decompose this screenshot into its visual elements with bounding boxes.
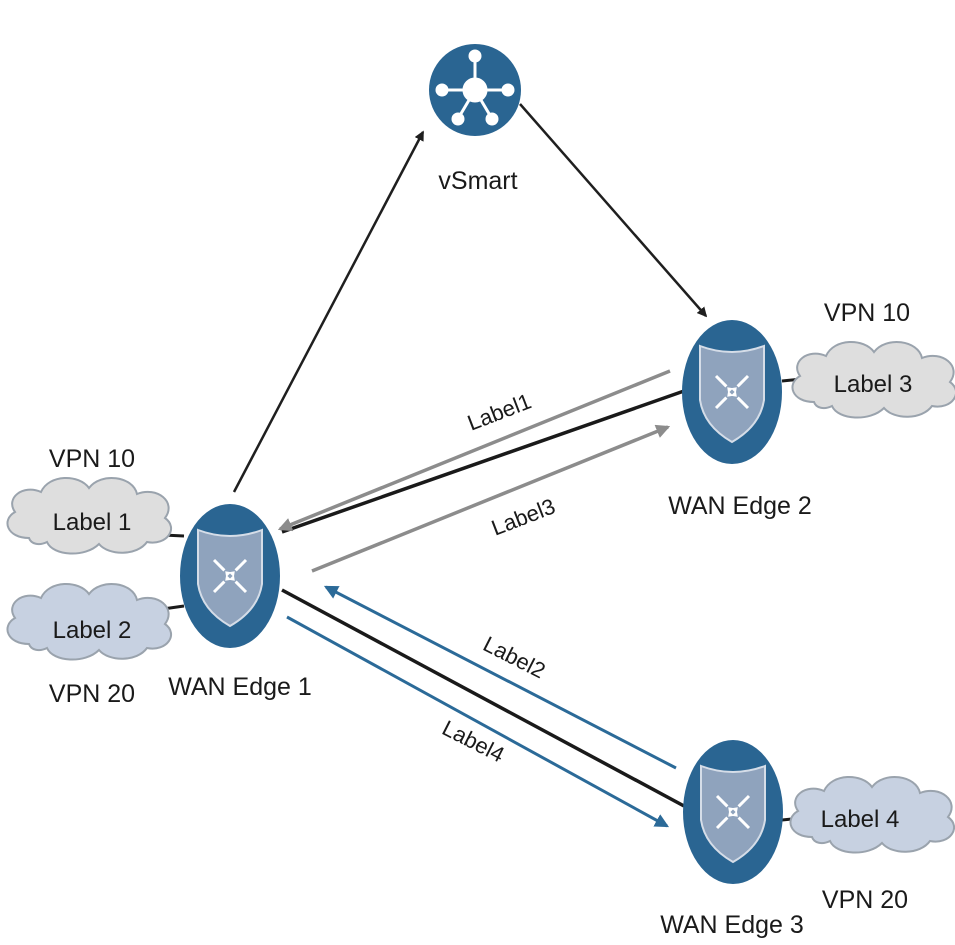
wan-edge1-label: WAN Edge 1 [168, 673, 312, 701]
vsmart-label: vSmart [438, 167, 517, 195]
control-arrow-edge1-to-vsmart [232, 130, 425, 493]
wan-edge2-node: WAN Edge 2 [668, 320, 812, 520]
cloud-vpn10-edge1: Label 1 VPN 10 [6, 445, 173, 555]
cloud2-text: Label 2 [53, 617, 132, 644]
cloud-vpn20-edge1: Label 2 VPN 20 [6, 582, 173, 708]
cloud4-text: Label 4 [821, 806, 900, 833]
router-shield-icon [700, 764, 766, 864]
router-shield-icon [197, 528, 263, 628]
overlay-link-edge1-edge2 [281, 389, 685, 534]
cloud1-text: Label 1 [53, 509, 132, 536]
label1-arrow [277, 369, 671, 532]
label3-arrow [311, 424, 671, 573]
cloud3-vpn: VPN 10 [824, 299, 910, 327]
wan-edge3-label: WAN Edge 3 [660, 911, 804, 939]
wan-edge1-node: WAN Edge 1 [168, 504, 312, 701]
control-arrow-vsmart-to-edge2 [519, 103, 708, 318]
overlay-link-edge1-edge3 [281, 588, 685, 808]
wan-edge3-node: WAN Edge 3 [660, 740, 804, 939]
label3-text: Label3 [488, 493, 559, 540]
cloud3-text: Label 3 [834, 371, 913, 398]
vsmart-node: vSmart [429, 44, 521, 195]
hub-icon-graphic [435, 49, 515, 126]
label4-arrow [286, 615, 670, 828]
label2-text: Label2 [479, 631, 549, 683]
cloud4-vpn: VPN 20 [822, 886, 908, 914]
router-shield-icon [699, 344, 765, 444]
cloud1-vpn: VPN 10 [49, 445, 135, 473]
cloud-vpn20-edge3: Label 4 VPN 20 [789, 775, 955, 914]
cloud-vpn10-edge2: Label 3 VPN 10 [791, 299, 955, 419]
cloud2-vpn: VPN 20 [49, 680, 135, 708]
label2-arrow [323, 585, 677, 770]
wan-edge2-label: WAN Edge 2 [668, 492, 812, 520]
label4-text: Label4 [438, 715, 508, 767]
